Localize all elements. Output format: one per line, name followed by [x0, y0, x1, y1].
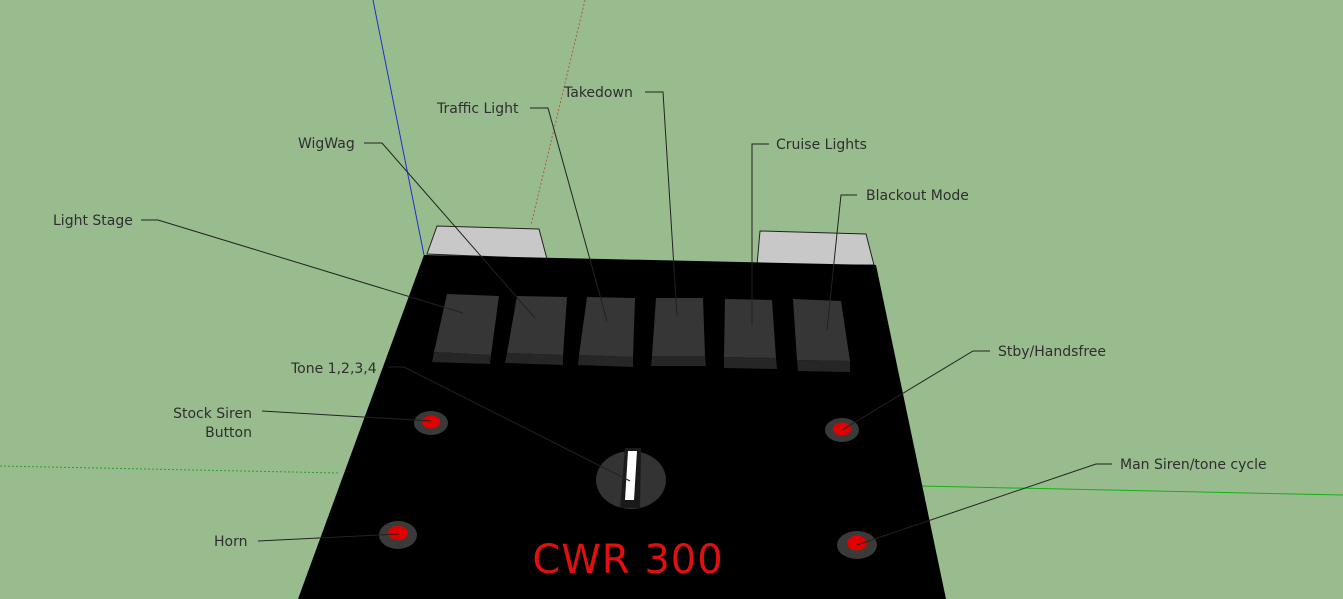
switch-traffic-light[interactable]: [578, 297, 635, 367]
green-axis-dotted-line: [0, 465, 341, 474]
label-wigwag: WigWag: [298, 136, 355, 152]
label-stock-siren-line2: Button: [205, 425, 252, 441]
label-cruise-lights: Cruise Lights: [776, 137, 867, 153]
label-takedown: Takedown: [563, 85, 633, 101]
right-top-tab: [756, 230, 875, 266]
label-tone: Tone 1,2,3,4: [290, 361, 377, 377]
leader-lines: [141, 91, 1112, 546]
label-traffic-light: Traffic Light: [436, 101, 519, 117]
label-man-siren: Man Siren/tone cycle: [1120, 457, 1267, 473]
tone-selector-knob[interactable]: [596, 448, 666, 509]
switch-wigwag[interactable]: [505, 296, 567, 365]
label-stby-handsfree: Stby/Handsfree: [998, 344, 1106, 360]
blue-axis-line: [372, 0, 425, 256]
switch-takedown[interactable]: [651, 298, 706, 366]
brand-label: CWR 300: [532, 537, 723, 583]
green-axis-line: [919, 485, 1343, 496]
horn-button[interactable]: [379, 521, 417, 549]
red-axis-dotted-line: [530, 0, 586, 226]
stock-siren-button[interactable]: [414, 411, 448, 435]
label-blackout-mode: Blackout Mode: [866, 188, 969, 204]
switch-blackout-mode[interactable]: [793, 299, 850, 372]
label-light-stage: Light Stage: [53, 213, 133, 229]
switch-cruise-lights[interactable]: [724, 299, 777, 369]
left-top-tab: [426, 225, 548, 260]
label-horn: Horn: [214, 534, 247, 550]
label-stock-siren-line1: Stock Siren: [173, 406, 252, 422]
